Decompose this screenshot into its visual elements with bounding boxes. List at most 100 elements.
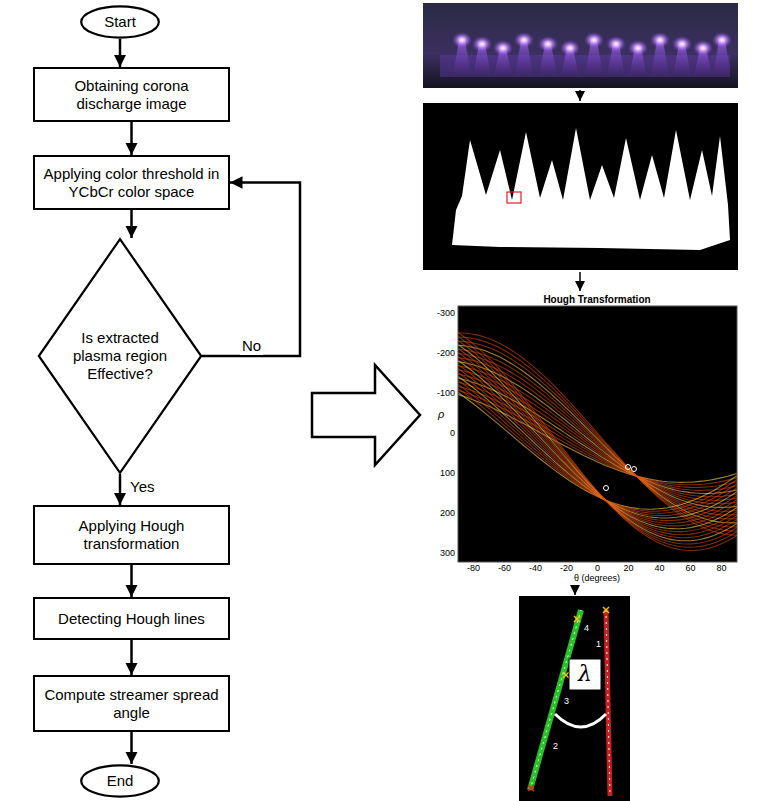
discharge-spot xyxy=(650,32,670,48)
discharge-glows xyxy=(452,32,732,76)
streamer-trace xyxy=(606,610,610,796)
hough-curve xyxy=(458,357,737,532)
hough-curve xyxy=(458,373,737,521)
tick-label: -80 xyxy=(461,564,486,574)
line-number: 4 xyxy=(584,624,589,634)
text-wrap: Applying Hough transformation xyxy=(35,514,228,556)
decision-diamond: Is extracted plasma region Effective? xyxy=(38,238,202,474)
hough-plot xyxy=(458,306,737,562)
line-number: 3 xyxy=(564,697,569,707)
hough-curve xyxy=(458,345,737,523)
peak-marker xyxy=(626,465,631,470)
tick-label: 0 xyxy=(424,429,455,439)
plot-frame xyxy=(458,306,737,562)
discharge-spot xyxy=(712,32,732,48)
hough-curve xyxy=(458,341,737,544)
axis-label: ρ xyxy=(438,408,444,420)
tick-label: 300 xyxy=(424,549,455,559)
tick-label: 100 xyxy=(424,469,455,479)
tick-label: -300 xyxy=(424,309,455,319)
discharge-spot xyxy=(606,36,626,52)
hough-curve xyxy=(458,361,737,529)
tick-label: 200 xyxy=(424,509,455,519)
tick-label: -100 xyxy=(424,389,455,399)
step-arrow xyxy=(574,586,576,595)
line-number: 1 xyxy=(596,640,601,650)
plot-title: Hough Transformation xyxy=(497,294,697,305)
text-wrap: Compute streamer spread angle xyxy=(35,683,228,725)
flow-connector xyxy=(119,39,122,67)
node-text: Start xyxy=(82,10,158,34)
tick-label: 60 xyxy=(678,564,703,574)
region-marker xyxy=(507,192,521,203)
discharge-spot xyxy=(472,36,492,52)
tick-label: -200 xyxy=(424,349,455,359)
text-wrap: Detecting Hough lines xyxy=(35,607,228,631)
process-box: Obtaining corona discharge image xyxy=(33,67,230,122)
hough-curve xyxy=(458,376,737,518)
node-text: Detecting Hough lines xyxy=(35,607,228,631)
tick-label: -20 xyxy=(554,564,579,574)
lines-image xyxy=(519,596,630,801)
hough-line xyxy=(530,610,581,790)
flow-connector xyxy=(119,474,122,505)
hough-curve xyxy=(458,333,737,551)
text-wrap: Start xyxy=(82,10,158,34)
terminal-ellipse: End xyxy=(80,764,160,798)
end-mark xyxy=(574,616,580,622)
discharge-spot xyxy=(452,32,472,48)
node-text: Applying Hough transformation xyxy=(35,514,228,556)
flow-connector xyxy=(130,122,133,155)
discharge-spot xyxy=(538,36,558,52)
hough-curve xyxy=(458,353,737,535)
tick-label: 40 xyxy=(647,564,672,574)
process-box: Applying Hough transformation xyxy=(33,505,230,565)
peak-marker xyxy=(632,467,637,472)
edge-label: Yes xyxy=(128,478,156,496)
process-box: Detecting Hough lines xyxy=(33,597,230,640)
threshold-image xyxy=(423,103,738,270)
axis-label: θ (degrees) xyxy=(557,574,637,584)
hough-curve xyxy=(458,333,737,535)
discharge-spot xyxy=(693,40,713,56)
tick-label: -60 xyxy=(492,564,517,574)
peak-marker xyxy=(604,486,609,491)
process-box: Applying color threshold in YCbCr color … xyxy=(33,155,230,210)
flow-connector xyxy=(130,565,133,597)
text-wrap: End xyxy=(82,769,158,793)
node-text: Obtaining corona discharge image xyxy=(35,74,228,116)
discharge-spot xyxy=(493,40,513,56)
node-text: Is extracted plasma region Effective? xyxy=(64,326,176,386)
step-arrow xyxy=(579,90,581,101)
text-wrap: Obtaining corona discharge image xyxy=(35,74,228,116)
angle-arc xyxy=(555,714,606,727)
tick-label: 20 xyxy=(616,564,641,574)
node-text: Applying color threshold in YCbCr color … xyxy=(35,162,228,204)
streamer-trace xyxy=(530,610,581,790)
discharge-spot xyxy=(514,32,534,48)
process-box: Compute streamer spread angle xyxy=(33,675,230,732)
node-text: End xyxy=(82,769,158,793)
terminal-ellipse: Start xyxy=(80,5,160,39)
discharge-spot xyxy=(584,32,604,48)
flow-connector xyxy=(130,640,133,675)
discharge-spot xyxy=(672,36,692,52)
hough-line xyxy=(606,610,610,796)
discharge-photo xyxy=(423,3,738,88)
node-text: Compute streamer spread angle xyxy=(35,683,228,725)
step-arrow xyxy=(579,272,581,291)
discharge-spot xyxy=(560,40,580,56)
line-number: 2 xyxy=(553,742,558,752)
angle-symbol: λ xyxy=(569,662,601,686)
plasma-region xyxy=(452,128,730,250)
hollow-arrow xyxy=(312,365,420,465)
hough-curves xyxy=(458,333,737,551)
tick-label: -40 xyxy=(523,564,548,574)
discharge-spot xyxy=(628,40,648,56)
tick-label: 0 xyxy=(585,564,610,574)
flow-connector xyxy=(130,732,133,764)
text-wrap: Is extracted plasma region Effective? xyxy=(64,326,176,386)
end-mark xyxy=(563,672,569,678)
